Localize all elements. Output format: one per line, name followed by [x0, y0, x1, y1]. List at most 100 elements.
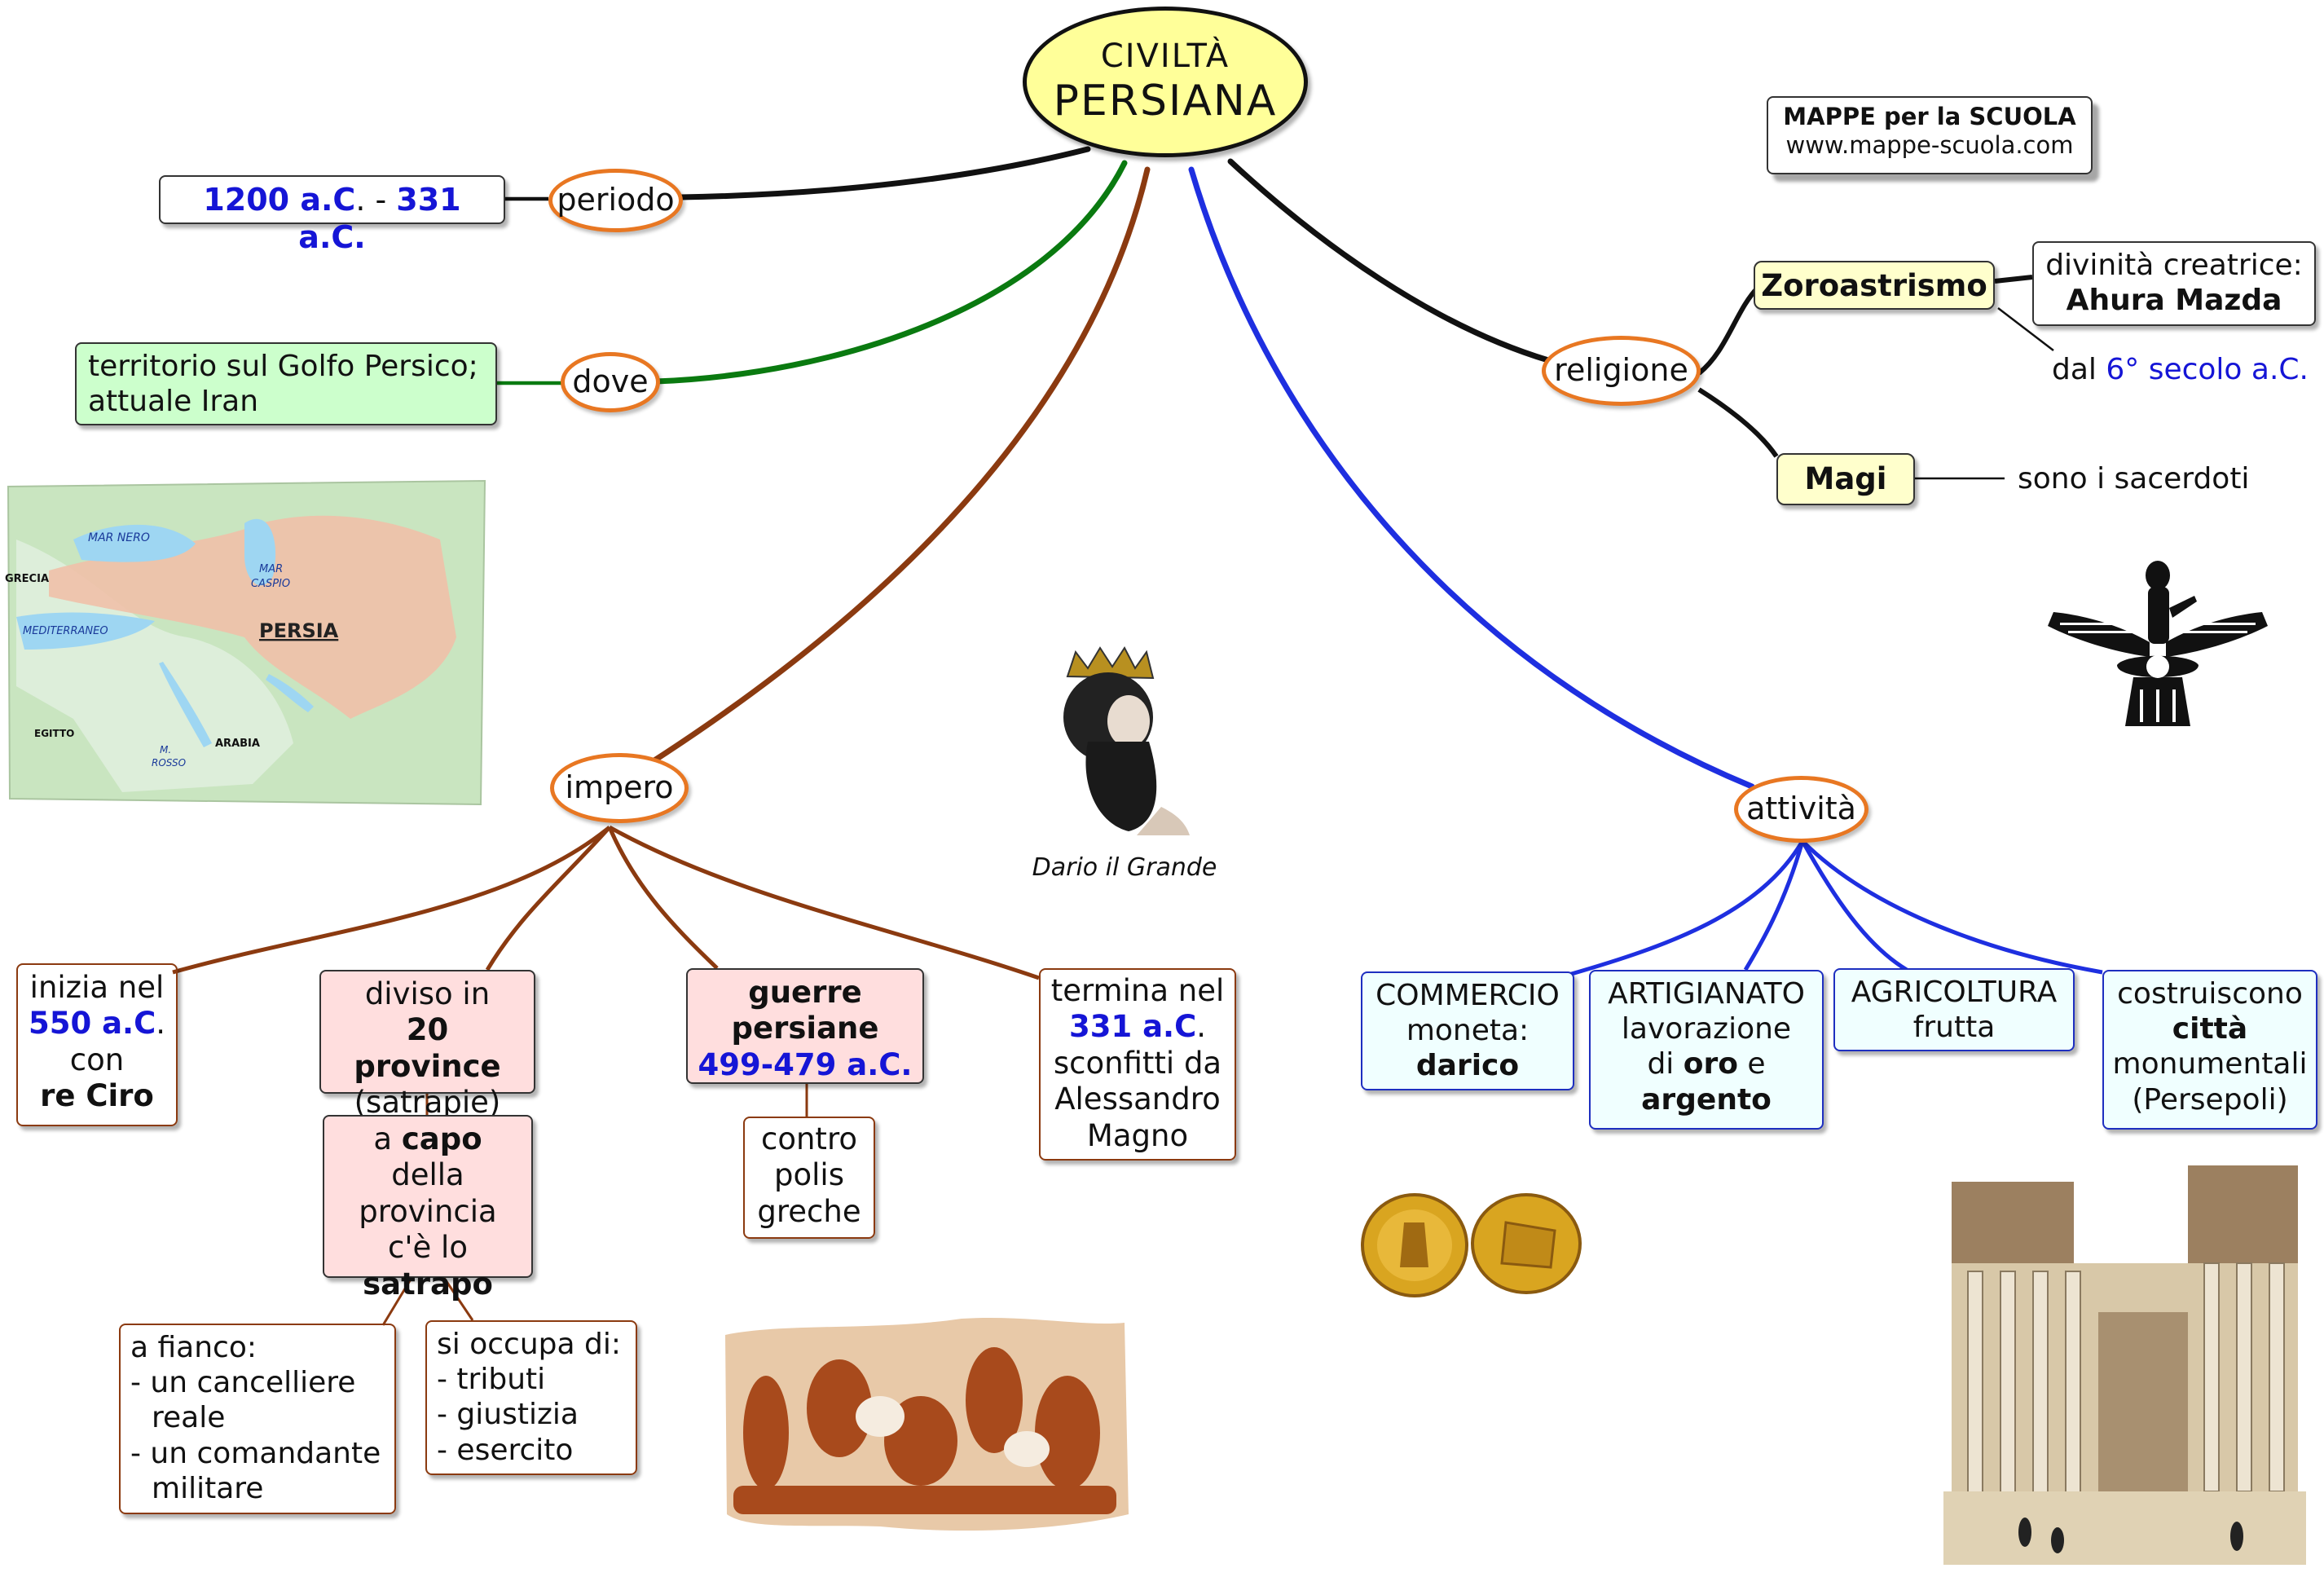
title-line1: CIVILTÀ	[1100, 37, 1230, 76]
artigianato-box[interactable]: ARTIGIANATO lavorazione di oro e argento	[1589, 970, 1824, 1130]
termina-line5: Magno	[1086, 1117, 1189, 1153]
commercio-line3: darico	[1415, 1049, 1520, 1083]
map-label-caspio: CASPIO	[251, 578, 290, 590]
map-label-mar: MAR	[259, 563, 283, 575]
periodo-value-box[interactable]: 1200 a.C. - 331 a.C.	[159, 175, 505, 255]
occupa-line1: si occupa di:	[437, 1328, 621, 1361]
fianco-box[interactable]: a fianco: - un cancelliere reale - un co…	[119, 1324, 396, 1514]
inizia-line4: re Ciro	[40, 1078, 154, 1114]
magi-label: Magi	[1804, 461, 1887, 496]
inizia-line3: con	[69, 1042, 125, 1077]
occupa-box[interactable]: si occupa di: - tributi - giustizia - es…	[425, 1320, 637, 1475]
darico-coins-image	[1361, 1193, 1582, 1297]
divinita-box[interactable]: divinità creatrice: Ahura Mazda	[2032, 241, 2316, 326]
faravahar-image	[2048, 561, 2268, 726]
citta-line1: costruiscono	[2117, 977, 2303, 1011]
battle-fresco-image	[725, 1317, 1129, 1531]
capo-pre: a	[373, 1121, 402, 1156]
capo-box[interactable]: a capo della provincia c'è lo satrapo	[323, 1115, 533, 1302]
agricoltura-box[interactable]: AGRICOLTURA frutta	[1833, 968, 2075, 1051]
brand-line2: www.mappe-scuola.com	[1785, 130, 2074, 159]
artigianato-line4: argento	[1641, 1082, 1772, 1117]
contro-line3: greche	[757, 1193, 861, 1229]
attivita-node[interactable]: attività	[1734, 776, 1868, 843]
periodo-end: 331 a.C.	[298, 182, 461, 255]
inizia-year: 550 a.C	[28, 1006, 156, 1042]
impero-node[interactable]: impero	[550, 753, 689, 823]
artigianato-line1: ARTIGIANATO	[1608, 977, 1805, 1011]
map-label-mediterraneo: MEDITERRANEO	[23, 625, 108, 637]
termina-year: 331 a.C	[1068, 1009, 1197, 1045]
attivita-label: attività	[1746, 791, 1856, 827]
fianco-line1: a fianco:	[130, 1331, 257, 1364]
map-label-arabia: ARABIA	[215, 738, 260, 750]
inizia-dot: .	[156, 1006, 166, 1042]
diviso-box[interactable]: diviso in 20 province (satrapie)	[319, 970, 535, 1120]
religione-label: religione	[1554, 352, 1688, 389]
persian-empire-map: MAR NERO MAR CASPIO GRECIA MEDITERRANEO …	[5, 479, 486, 806]
fianco-line4: - un comandante	[130, 1436, 381, 1470]
commercio-line2: moneta:	[1406, 1014, 1530, 1048]
guerre-line1: guerre	[748, 975, 862, 1010]
sacerdoti-text: sono i sacerdoti	[2018, 462, 2250, 496]
fianco-line5: militare	[152, 1471, 264, 1505]
artigianato-post: e	[1737, 1047, 1766, 1081]
diviso-line3: (satrapie)	[354, 1085, 501, 1121]
inizia-line1: inizia nel	[29, 970, 165, 1005]
guerre-line3: 499-479 a.C.	[698, 1046, 913, 1082]
impero-label: impero	[565, 769, 674, 806]
divinita-line1: divinità creatrice:	[2045, 249, 2303, 282]
citta-box[interactable]: costruiscono città monumentali (Persepol…	[2102, 970, 2317, 1130]
map-label-mar-nero: MAR NERO	[88, 531, 150, 544]
citta-line3: monumentali	[2112, 1047, 2308, 1081]
artigianato-oro: oro	[1683, 1047, 1738, 1081]
magi-box[interactable]: Magi	[1776, 453, 1915, 505]
dove-line1: territorio sul Golfo Persico;	[88, 350, 478, 383]
zoroastrismo-label: Zoroastrismo	[1761, 268, 1987, 303]
occupa-line3: - giustizia	[437, 1398, 579, 1432]
dario-portrait-image	[1063, 646, 1190, 835]
capo-line4: satrapo	[363, 1266, 493, 1302]
dal-text: dal	[2052, 353, 2106, 386]
termina-box[interactable]: termina nel 331 a.C. sconfitti da Alessa…	[1039, 968, 1236, 1161]
periodo-start: 1200 a.C	[203, 182, 356, 218]
title-node[interactable]: CIVILTÀ PERSIANA	[1023, 7, 1308, 157]
persepolis-image	[1943, 1165, 2306, 1565]
zoroastrismo-box[interactable]: Zoroastrismo	[1754, 261, 1995, 310]
citta-line2: città	[2172, 1012, 2248, 1046]
divinita-line2: Ahura Mazda	[2066, 284, 2282, 318]
periodo-sep: -	[365, 182, 397, 218]
inizia-box[interactable]: inizia nel 550 a.C. con re Ciro	[16, 963, 178, 1126]
brand-line1: MAPPE per la SCUOLA	[1783, 103, 2076, 130]
contro-line1: contro	[761, 1121, 857, 1156]
map-label-m: M.	[160, 744, 171, 755]
commercio-box[interactable]: COMMERCIO moneta: darico	[1361, 971, 1574, 1090]
contro-line2: polis	[774, 1157, 844, 1193]
title-line2: PERSIANA	[1053, 77, 1278, 126]
agricoltura-line1: AGRICOLTURA	[1851, 976, 2058, 1009]
religione-node[interactable]: religione	[1542, 336, 1701, 406]
periodo-dot: .	[355, 182, 366, 218]
map-label-persia: PERSIA	[259, 619, 339, 642]
termina-line1: termina nel	[1050, 973, 1225, 1008]
capo-line3: c'è lo	[388, 1230, 468, 1266]
diviso-line1: diviso in	[364, 976, 491, 1011]
map-label-grecia: GRECIA	[5, 573, 49, 585]
artigianato-pre: di	[1647, 1047, 1684, 1081]
termina-dot: .	[1196, 1009, 1207, 1045]
dove-value-box[interactable]: territorio sul Golfo Persico; attuale Ir…	[75, 342, 497, 425]
guerre-box[interactable]: guerre persiane 499-479 a.C.	[686, 968, 924, 1084]
termina-line4: Alessandro	[1054, 1081, 1221, 1117]
dal-secolo-text: dal 6° secolo a.C.	[2052, 352, 2321, 387]
agricoltura-line2: frutta	[1912, 1011, 1996, 1045]
contro-box[interactable]: contro polis greche	[743, 1117, 875, 1239]
commercio-line1: COMMERCIO	[1375, 979, 1560, 1012]
periodo-node[interactable]: periodo	[548, 169, 683, 232]
map-label-egitto: EGITTO	[34, 728, 74, 739]
brand-box[interactable]: MAPPE per la SCUOLA www.mappe-scuola.com	[1767, 96, 2093, 174]
citta-line4: (Persepoli)	[2132, 1082, 2288, 1117]
fianco-line3: reale	[152, 1401, 226, 1435]
dove-label: dove	[572, 363, 649, 400]
dove-node[interactable]: dove	[561, 352, 660, 412]
